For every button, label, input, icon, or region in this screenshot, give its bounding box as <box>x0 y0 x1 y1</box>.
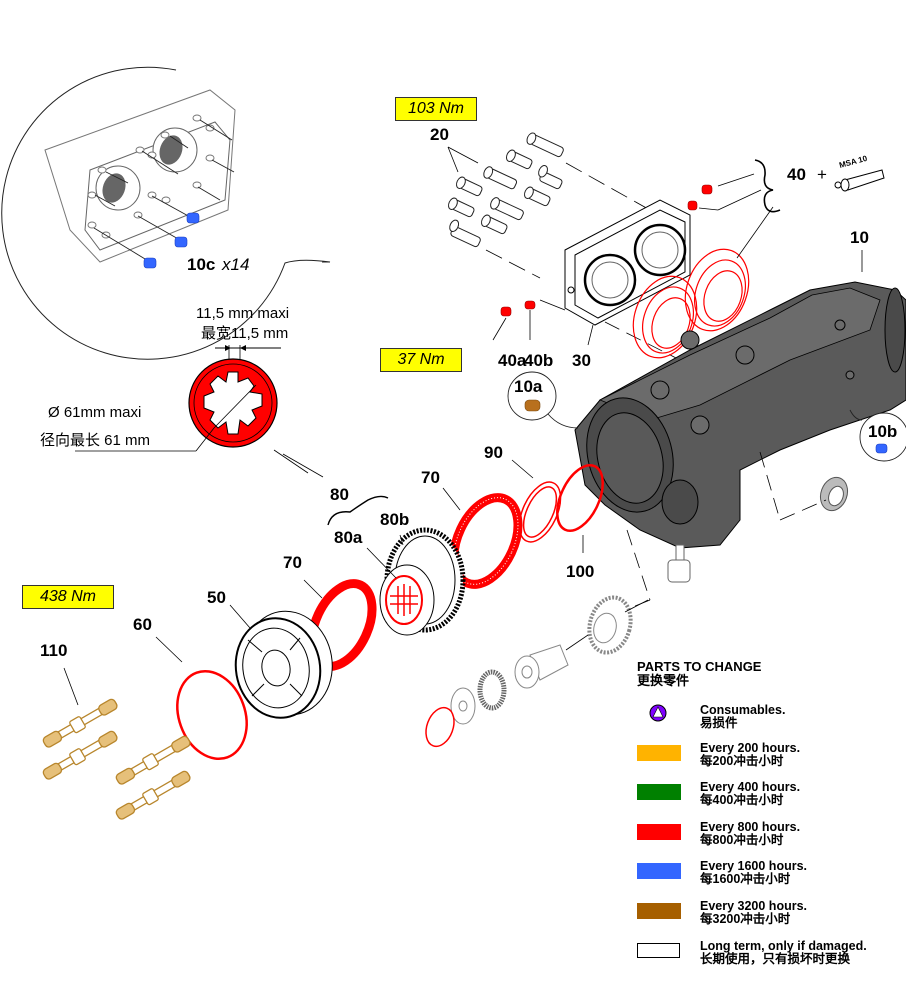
label-30: 30 <box>572 351 591 370</box>
label-40: 40 <box>787 165 806 184</box>
label-10a: 10a <box>514 377 543 396</box>
legend-text-cn: 每800冲击小时 <box>700 833 784 847</box>
lower-assembly-parts <box>450 595 633 725</box>
legend-item-long-term: Long term, only if damaged. 长期使用，只有损坏时更换 <box>637 940 905 974</box>
detail-view-10c: 10c x14 <box>1 66 331 360</box>
label-100: 100 <box>566 562 594 581</box>
label-60: 60 <box>133 615 152 634</box>
legend-text-en: Every 800 hours. <box>700 820 801 834</box>
legend-text-en: Every 400 hours. <box>700 780 801 794</box>
label-10b: 10b <box>868 422 897 441</box>
label-110: 110 <box>40 641 67 660</box>
label-80b: 80b <box>380 510 409 529</box>
grease-label: MSA 10 <box>838 154 868 170</box>
torque-spec-103: 103 Nm <box>395 97 477 121</box>
seal-90 <box>518 481 562 543</box>
legend-item-800h: Every 800 hours. 每800冲击小时 <box>637 821 905 855</box>
blue-plug-icon <box>143 212 200 269</box>
callout-10a: 10a <box>507 371 579 429</box>
legend-text-en: Every 3200 hours. <box>700 899 808 913</box>
legend-item-400h: Every 400 hours. 每400冲击小时 <box>637 781 905 815</box>
grease-tube-icon <box>834 169 885 192</box>
bolts-20 <box>448 132 564 248</box>
legend-text-cn: 易损件 <box>700 716 738 730</box>
fitting <box>667 544 691 583</box>
legend-text-en: Every 1600 hours. <box>700 859 808 873</box>
legend-text-cn: 每200冲击小时 <box>700 754 784 768</box>
legend-item-consumables: Consumables. 易损件 <box>637 704 905 738</box>
legend-item-200h: Every 200 hours. 每200冲击小时 <box>637 742 905 776</box>
legend-title-en: PARTS TO CHANGE <box>637 659 762 674</box>
seals-40 <box>632 248 750 359</box>
piston-50 <box>234 610 333 719</box>
legend-text-en: Every 200 hours. <box>700 741 801 755</box>
legend-text-en: Long term, only if damaged. <box>700 939 867 953</box>
diameter-dim-cn: 径向最长 61 mm <box>40 432 150 449</box>
label-80a: 80a <box>334 528 363 547</box>
label-10: 10 <box>850 228 869 247</box>
swatch-green <box>637 784 681 800</box>
diameter-dim-en: Ø 61mm maxi <box>48 404 141 421</box>
tie-rods-110 <box>42 698 191 820</box>
swatch-brown <box>637 903 681 919</box>
label-80: 80 <box>330 485 349 504</box>
spline-wear-gauge: 11,5 mm maxi 最宽11,5 mm Ø 61mm maxi 径向最长 … <box>40 305 309 474</box>
label-40-plus: + <box>817 165 827 184</box>
label-10c: 10c <box>187 255 215 274</box>
legend-text-cn: 每3200冲击小时 <box>700 912 791 926</box>
label-50: 50 <box>207 588 226 607</box>
label-70-left: 70 <box>283 553 302 572</box>
label-10c-qty: x14 <box>221 255 249 274</box>
width-dim-cn: 最宽11,5 mm <box>201 325 288 342</box>
label-90: 90 <box>484 443 503 462</box>
needle-bearing <box>819 476 849 512</box>
legend-item-1600h: Every 1600 hours. 每1600冲击小时 <box>637 860 905 894</box>
swatch-orange <box>637 745 681 761</box>
width-dim-en: 11,5 mm maxi <box>196 305 289 322</box>
gear-assembly-80 <box>379 527 466 636</box>
torque-spec-37: 37 Nm <box>380 348 462 372</box>
legend-text-cn: 每400冲击小时 <box>700 793 784 807</box>
label-40a: 40a <box>498 351 527 370</box>
oring-60 <box>176 669 248 761</box>
callout-10b: 10b <box>849 409 906 462</box>
legend-text-en: Consumables. <box>700 703 786 717</box>
small-oring <box>425 706 455 748</box>
brown-plug-icon <box>524 399 541 412</box>
swatch-red <box>637 824 681 840</box>
ring-70-right <box>449 493 523 589</box>
label-20: 20 <box>430 125 449 144</box>
blue-plug-icon <box>875 443 888 454</box>
swatch-blue <box>637 863 681 879</box>
legend-text-cn: 长期使用，只有损坏时更换 <box>700 952 851 966</box>
legend-item-3200h: Every 3200 hours. 每3200冲击小时 <box>637 900 905 934</box>
cover-plate-30 <box>564 199 691 326</box>
red-plugs <box>500 184 713 317</box>
legend-title-cn: 更换零件 <box>637 673 690 688</box>
parts-to-change-legend: PARTS TO CHANGE 更换零件 Consumables. 易损件 Ev… <box>637 659 905 966</box>
torque-spec-438: 438 Nm <box>22 585 114 609</box>
label-70-right: 70 <box>421 468 440 487</box>
oring-100 <box>556 464 604 532</box>
legend-text-cn: 每1600冲击小时 <box>700 872 791 886</box>
consumable-icon <box>649 704 667 722</box>
label-40b: 40b <box>524 351 553 370</box>
swatch-white <box>637 943 680 958</box>
main-housing-10 <box>574 281 906 549</box>
